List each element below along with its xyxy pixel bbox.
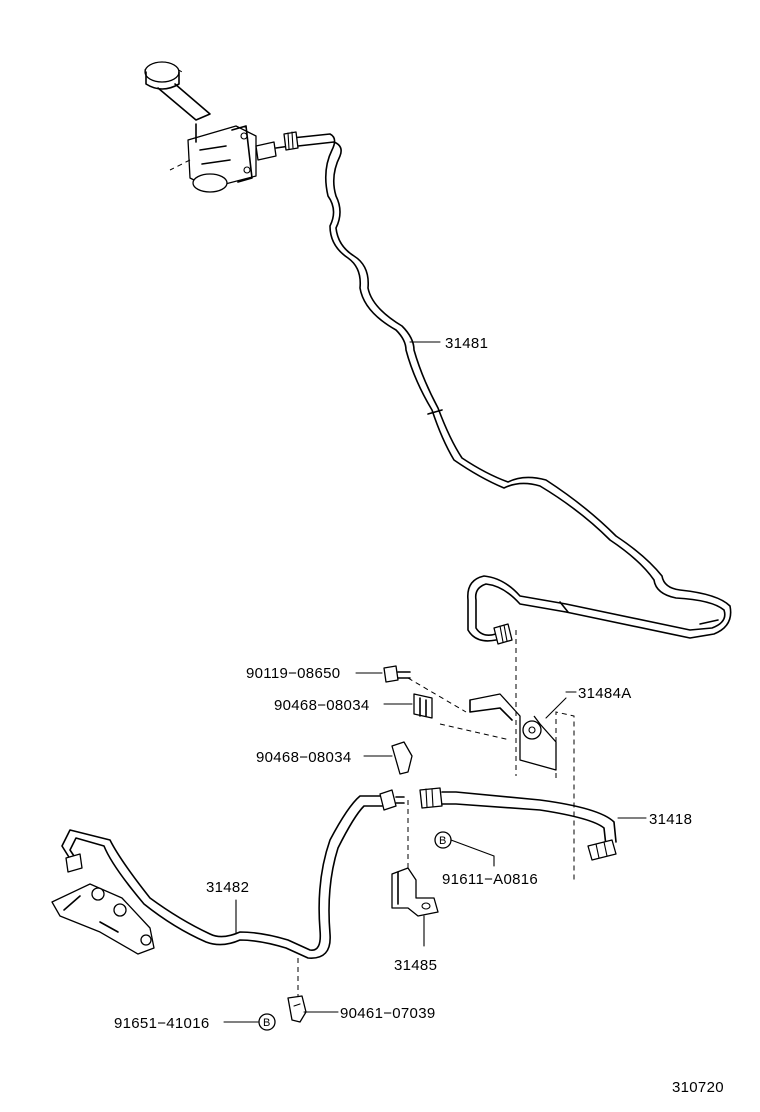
label-31485: 31485 (394, 957, 437, 974)
release-cylinder (51, 883, 155, 955)
bracket-31484A (407, 630, 577, 880)
bolt-90119 (355, 665, 411, 683)
tube-end-fitting-top (283, 131, 299, 151)
clutch-tube-31482 (61, 789, 405, 1000)
marker-b-letter-bottom: B (263, 1017, 270, 1029)
clip-90461 (287, 995, 339, 1023)
tube-end-fitting-bottom (493, 623, 513, 645)
label-90119-08650: 90119−08650 (246, 665, 340, 682)
flexible-hose-31418 (419, 787, 647, 861)
marker-b-letter-top: B (439, 835, 446, 847)
diagram-code: 310720 (672, 1079, 724, 1096)
label-31482: 31482 (206, 879, 249, 896)
clutch-master-cylinder (143, 61, 291, 193)
label-91651-41016: 91651−41016 (114, 1015, 209, 1032)
label-90468-08034-upper: 90468−08034 (274, 697, 369, 714)
label-91611-A0816: 91611−A0816 (442, 871, 538, 888)
label-31418: 31418 (649, 811, 692, 828)
marker-b-91611 (434, 831, 495, 867)
label-90461-07039: 90461−07039 (340, 1005, 435, 1022)
label-90468-08034-lower: 90468−08034 (256, 749, 351, 766)
clip-90468-upper (383, 693, 433, 719)
clip-90468-lower (363, 741, 413, 775)
bracket-31485 (391, 800, 439, 947)
marker-b-91651 (223, 1013, 276, 1031)
clutch-tube-31481 (283, 131, 732, 645)
label-31481: 31481 (445, 335, 488, 352)
label-31484A: 31484A (578, 685, 632, 702)
